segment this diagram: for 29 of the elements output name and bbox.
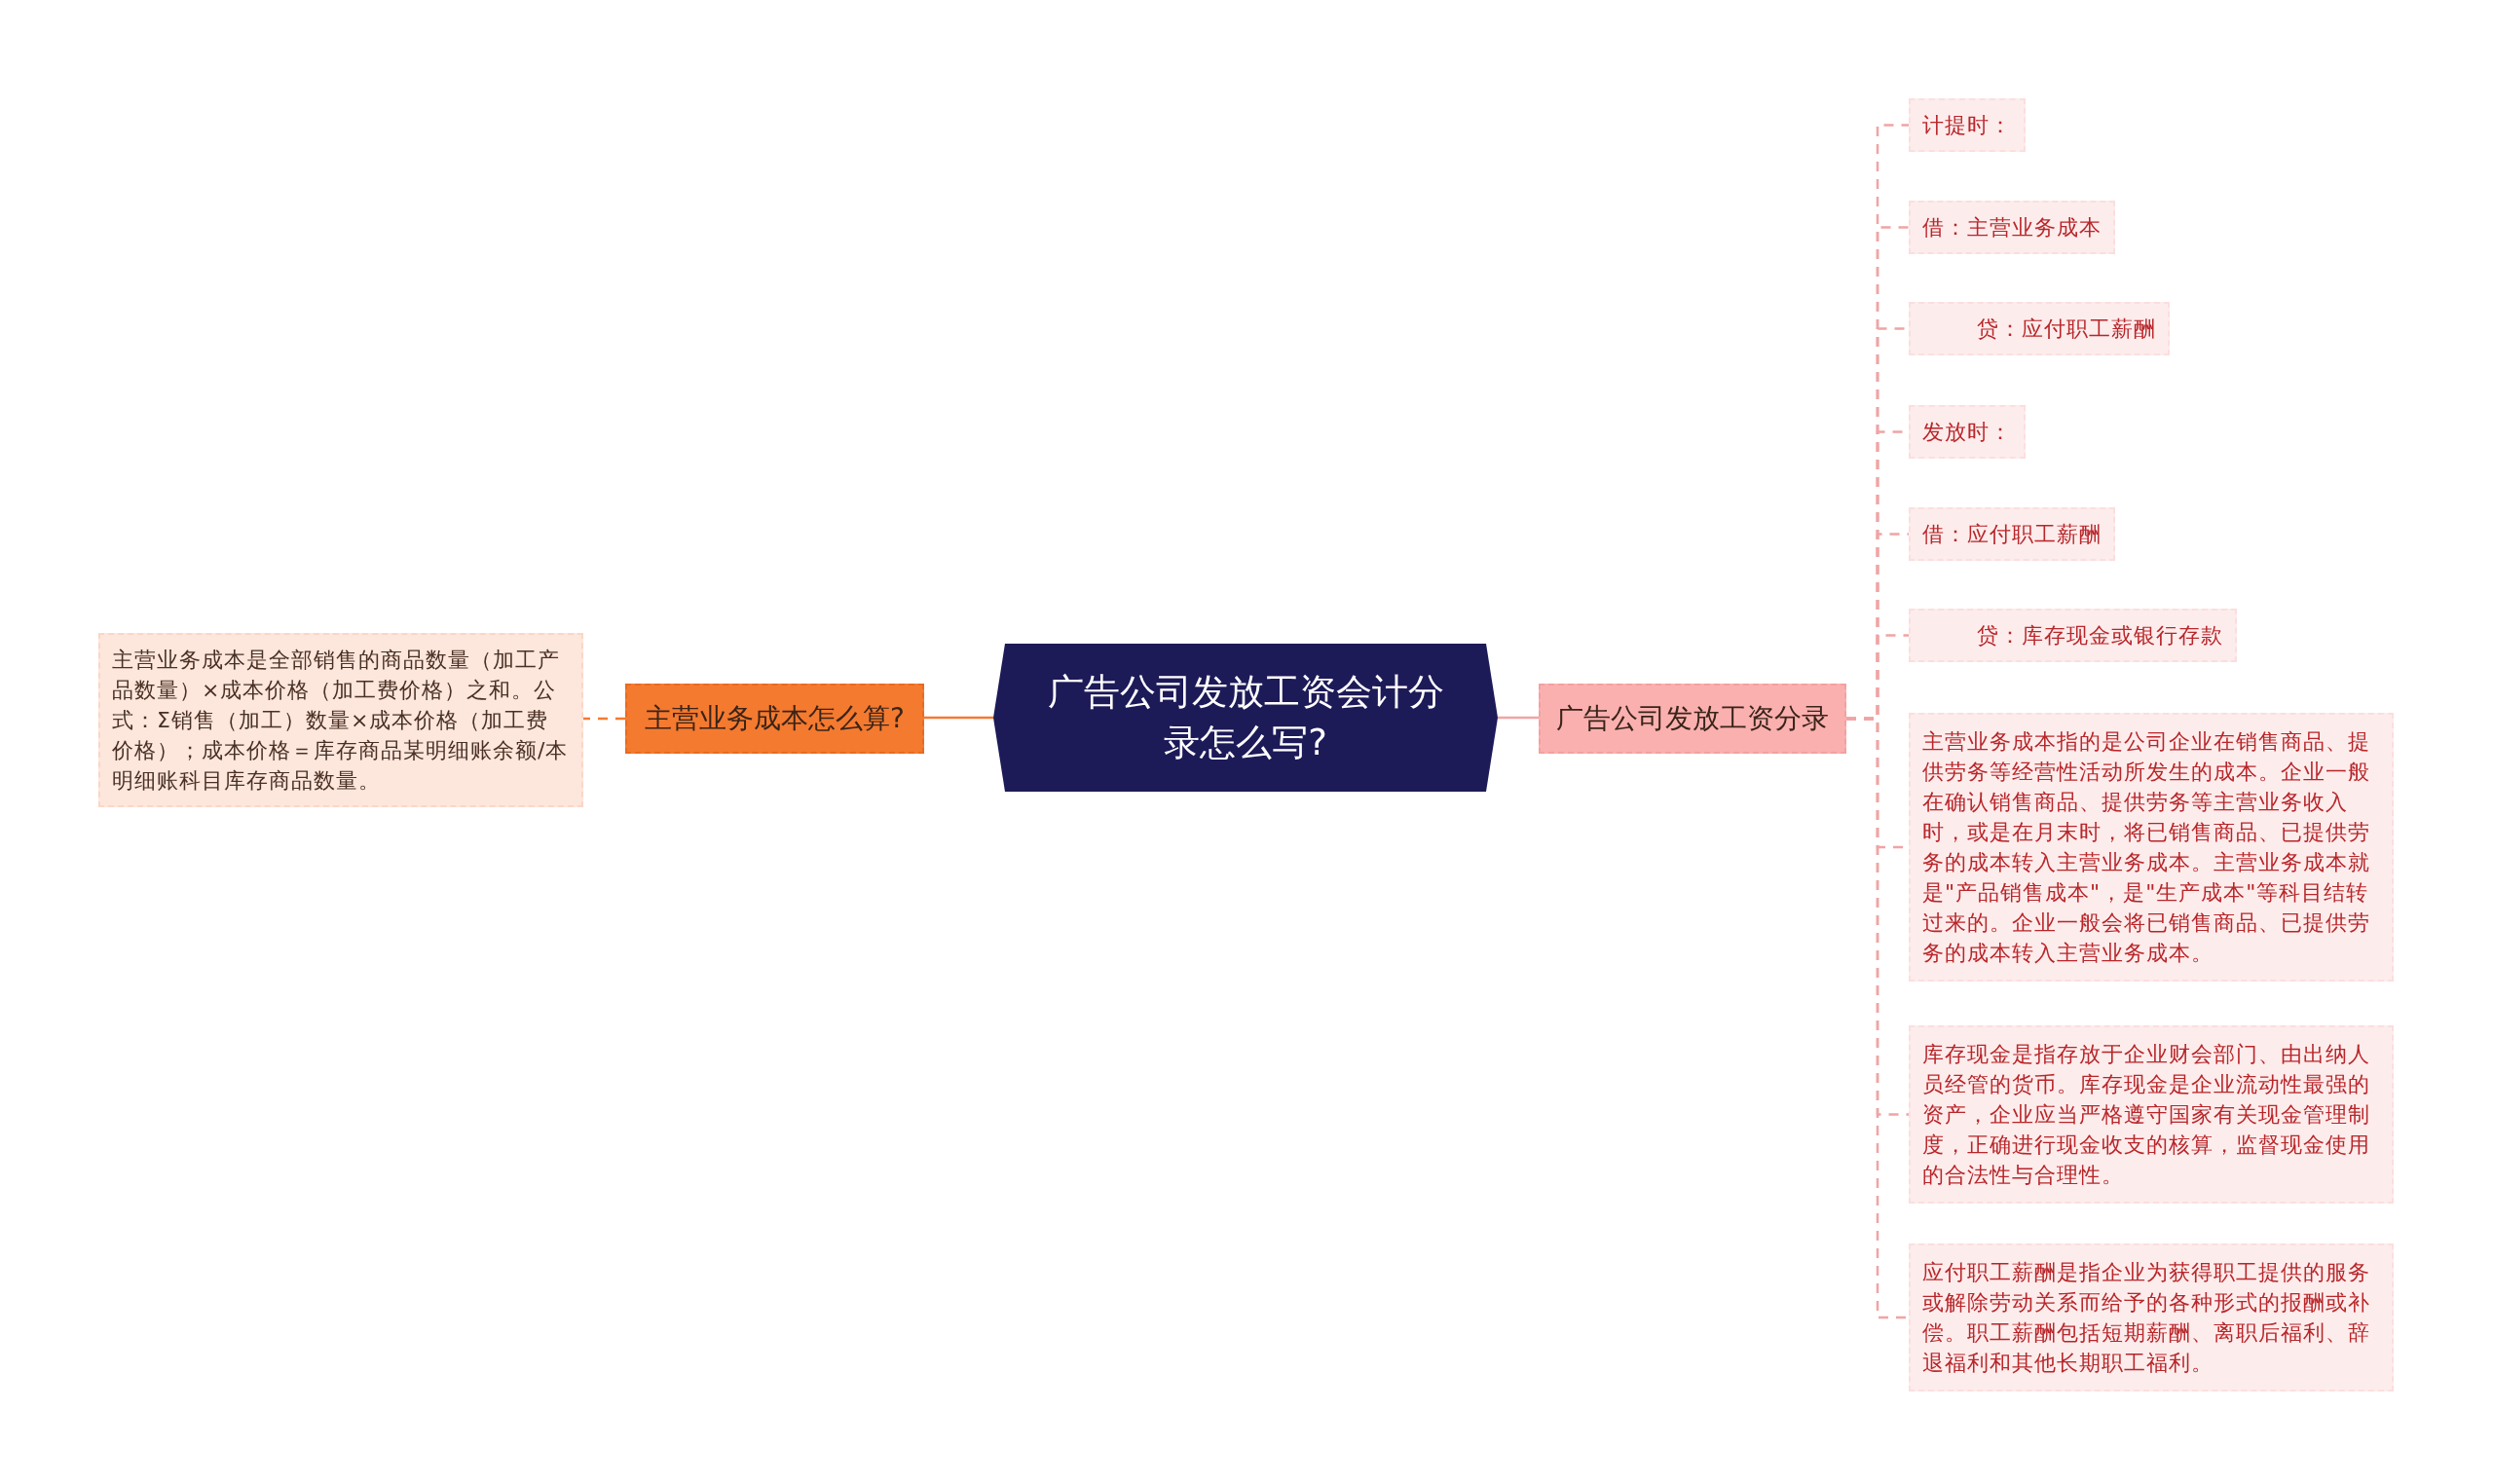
- entry-card: [1909, 507, 2115, 561]
- entry-card: [1909, 201, 2115, 254]
- node-text: 借：应付职工薪酬: [1922, 521, 2102, 548]
- node-text: 广告公司发放工资分录: [1556, 701, 1829, 736]
- node-text: 贷：应付职工薪酬: [1976, 315, 2156, 343]
- entry-card: [1909, 609, 2237, 662]
- node-text: 库存现金是指存放于企业财会部门、由出纳人员经管的货币。库存现金是企业流动性最强的资产，企业应当严格遵守国家有关现金管理制度，正确进行现金收支的核算，监督现金使用的合法性与合理性。: [1922, 1041, 2371, 1189]
- entry-card: [1909, 405, 2026, 459]
- node-text: 主营业务成本指的是公司企业在销售商品、提供劳务等经营性活动所发生的成本。企业一般在确认销售商品、提供劳务等主营业务收入时，或是在月末时，将已销售商品、已提供劳务的成本转入主营业务成本。主营业务成本就是"产品销售成本"，是"生产成本"等科目结转过来的。企业一般会将已销售商品、已提供劳务的成本转入主营业务成本。: [1922, 728, 2371, 967]
- note-card: [1909, 1025, 2394, 1204]
- node-text: 计提时：: [1922, 112, 2012, 139]
- note-card: [98, 633, 583, 807]
- connector-line: [923, 716, 993, 720]
- entry-card: [1909, 98, 2026, 152]
- note-card: [1909, 713, 2394, 982]
- node-text: 应付职工薪酬是指企业为获得职工提供的服务或解除劳动关系而给予的各种形式的报酬或补偿。职工薪酬包括短期薪酬、离职后福利、辞退福利和其他长期职工福利。: [1922, 1259, 2371, 1377]
- branch-topic: [1539, 684, 1846, 754]
- branch-topic: [625, 684, 924, 754]
- node-text: 主营业务成本是全部销售的商品数量（加工产品数量）×成本价格（加工费价格）之和。公式：Σ销售（加工）数量×成本价格（加工费价格）；成本价格＝库存商品某明细账余额/本明细账科目库存商品数量。: [112, 647, 570, 795]
- entry-card: [1909, 302, 2170, 355]
- central-topic: [993, 644, 1498, 792]
- node-text: 贷：库存现金或银行存款: [1976, 622, 2223, 649]
- connector-line: [1498, 716, 1539, 720]
- node-text: 发放时：: [1922, 419, 2012, 446]
- node-text: 主营业务成本怎么算?: [645, 701, 905, 736]
- node-text: 广告公司发放工资会计分录怎么写?: [1046, 670, 1445, 765]
- connector-line: [583, 717, 625, 721]
- node-text: 借：主营业务成本: [1922, 214, 2102, 241]
- note-card: [1909, 1243, 2394, 1391]
